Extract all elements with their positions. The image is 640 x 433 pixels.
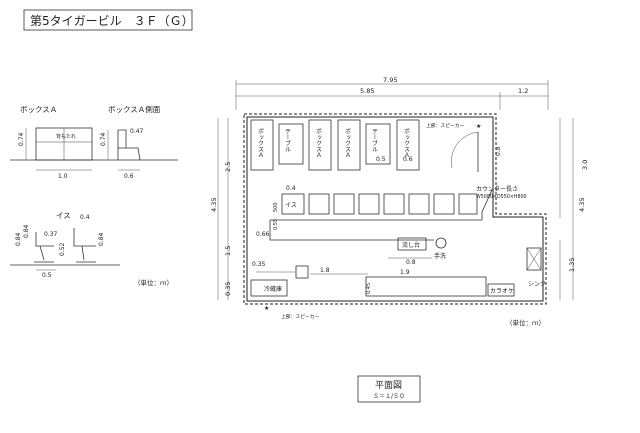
dim-chair-back: 0.84: [98, 232, 105, 246]
plan-unit-note: （単位：ｍ）: [506, 318, 545, 327]
dim-booth-gap-2: 0.6: [403, 156, 413, 163]
dim-left-mid: 1.5: [224, 246, 232, 256]
counter-chair: [383, 193, 405, 215]
dim-front-height: 0.74: [18, 132, 25, 146]
page-title: 第5タイガービル ３Ｆ（Ｇ）: [30, 14, 194, 28]
dim-total-width: 7.95: [383, 76, 397, 84]
counter-chair: [458, 193, 478, 215]
svg-text:テーブル: テーブル: [371, 128, 378, 152]
booth-3: [337, 119, 361, 171]
box-side-title: ボックスＡ側面: [108, 104, 161, 114]
table-1: [278, 123, 304, 165]
fridge: [250, 279, 288, 297]
svg-text:ボックスＡ: ボックスＡ: [315, 128, 322, 158]
counter-chair: [358, 193, 380, 215]
dim-storage-w: 0.35: [252, 261, 266, 268]
sink-label: 流し台: [402, 241, 420, 249]
elevation-unit-note: （単位：ｍ）: [134, 278, 173, 287]
dim-side-depth-top: 0.47: [130, 128, 144, 135]
booth-4: [396, 119, 420, 171]
dim-back-depth: 0.45: [366, 283, 372, 294]
counter-top: [269, 189, 493, 241]
svg-text:ボックスＡ: ボックスＡ: [403, 128, 410, 158]
chair-label-box: [281, 193, 305, 215]
booths: ボックスＡ テーブル ボックスＡ ボックスＡ テーブル ボックスＡ 0.5 0.…: [250, 119, 420, 171]
counter-note: カウンター長さ: [476, 185, 518, 193]
dim-back-2: 1.9: [400, 269, 410, 276]
dim-chair-leg: 0.52: [59, 242, 66, 256]
svg-text:テーブル: テーブル: [284, 128, 291, 152]
table-2: [365, 123, 391, 165]
kitchen-area: 流し台 0.8 手洗 0.35 冷蔵庫 1.8 1.9 0.45 カラオケ シン…: [250, 237, 546, 297]
plan-title: 平面図: [375, 380, 402, 391]
counter-chair: [308, 193, 330, 215]
booth-1: [250, 119, 274, 171]
dim-overall-height-right: 4.35: [578, 198, 586, 212]
dim-chair-depth: 0.55: [273, 219, 279, 230]
dim-booth-gap-1: 0.5: [376, 156, 386, 163]
speaker-bottom-label: 上部：スピーカー: [281, 313, 320, 320]
chair-elevation: 0.4 0.37 0.84 0.84 0.52 0.84 0.5: [10, 214, 120, 279]
dim-left-bottom: 0.35: [224, 282, 232, 296]
storage-box: [295, 265, 309, 279]
entrance-door: 0.8: [451, 131, 502, 172]
dim-back-1: 1.8: [320, 267, 330, 274]
speaker-top-label: 上部：スピーカー: [426, 122, 465, 129]
booth-2: [308, 119, 332, 171]
dim-front-width: 1.0: [58, 173, 68, 180]
plan-scale: Ｓ＝１/５０: [373, 393, 405, 400]
dim-chair-62: 0.84: [23, 224, 30, 238]
plan-title-box: [357, 375, 421, 403]
box-front-elevation: 背もたれ 0.74 1.0: [10, 127, 178, 180]
front-inner-label: 背もたれ: [56, 133, 76, 140]
dim-door: 0.8: [495, 146, 502, 156]
dim-sink: 0.8: [406, 259, 416, 266]
box-front-title: ボックスＡ: [20, 105, 57, 114]
dim-right-width: 1.2: [518, 87, 528, 95]
counter-chair: [408, 193, 430, 215]
dim-chair-base: 0.5: [42, 272, 52, 279]
karaoke-label: カラオケ: [490, 288, 514, 295]
dim-right-height: 3.0: [581, 160, 589, 170]
karaoke-unit: [487, 283, 515, 297]
title-box: [23, 9, 193, 31]
chair-label: イス: [285, 202, 297, 209]
dim-chair-w: 0.4: [286, 185, 296, 192]
dim-left-top: 2.5: [224, 162, 232, 172]
box-side-elevation: 0.74 0.47 0.6: [100, 128, 144, 180]
dim-overall-height-left: 4.35: [210, 198, 218, 212]
fridge-label: 冷蔵庫: [264, 285, 282, 293]
counter-area: 0.4 イス 500 0.55 0.66 カウンター長さ W5080×D550×…: [256, 185, 527, 241]
dim-counter-depth: 0.66: [256, 231, 270, 238]
speaker-bottom-mark: ★: [264, 305, 269, 312]
counter-size: W5080×D550×H800: [476, 194, 527, 200]
plan-walls: [243, 113, 547, 305]
plan-dimensions: [217, 80, 574, 300]
dim-right-bottom: 1.35: [568, 258, 576, 272]
svg-text:ボックスＡ: ボックスＡ: [344, 128, 351, 158]
kitchen-sink: [526, 247, 542, 271]
speaker-top-mark: ★: [476, 123, 481, 130]
handwash-label: 手洗: [434, 252, 446, 260]
chair-title: イス: [56, 211, 71, 220]
sink-counter: [397, 237, 427, 251]
dim-chair-top: 0.4: [80, 214, 90, 221]
dim-chair-seat: 0.37: [44, 231, 58, 238]
counter-chair: [333, 193, 355, 215]
dim-side-depth-bottom: 0.6: [124, 173, 134, 180]
dim-left-width: 5.85: [360, 87, 374, 95]
svg-text:ボックスＡ: ボックスＡ: [257, 128, 264, 158]
dim-chair-row: 500: [273, 202, 279, 212]
back-counter: [365, 276, 487, 297]
counter-chair: [433, 193, 455, 215]
kitchen-sink-label: シンク: [528, 281, 546, 288]
dim-side-height: 0.74: [100, 132, 107, 146]
handwash-basin: [435, 237, 447, 249]
dim-chair-overall: 0.84: [15, 232, 22, 246]
